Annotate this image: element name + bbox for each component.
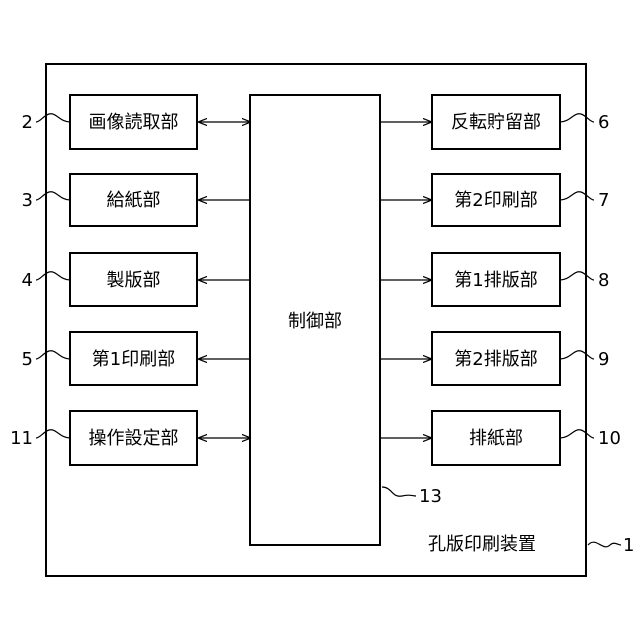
unit-label: 第1排版部: [454, 270, 537, 291]
unit-ref: 3: [22, 190, 33, 211]
ref-leader: [560, 192, 594, 200]
unit-label: 画像読取部: [89, 112, 179, 133]
right-unit-3: 第2排版部 9: [380, 332, 609, 385]
right-unit-0: 反転貯留部 6: [380, 95, 609, 149]
device-leader: [588, 542, 621, 547]
unit-ref: 11: [10, 428, 33, 449]
unit-ref: 5: [22, 349, 33, 370]
ref-leader: [36, 192, 70, 200]
controller-leader: [382, 487, 416, 496]
unit-ref: 6: [598, 112, 609, 133]
device-label: 孔版印刷装置: [428, 534, 536, 555]
ref-leader: [560, 272, 594, 280]
unit-ref: 8: [598, 270, 609, 291]
unit-label: 第2印刷部: [454, 190, 537, 211]
unit-ref: 2: [22, 112, 33, 133]
unit-label: 反転貯留部: [451, 112, 541, 133]
left-unit-1: 給紙部 3: [22, 174, 250, 226]
unit-ref: 10: [598, 428, 621, 449]
unit-label: 排紙部: [469, 428, 523, 449]
ref-leader: [36, 351, 70, 359]
ref-leader: [560, 114, 594, 122]
ref-leader: [560, 430, 594, 438]
controller-label: 制御部: [288, 311, 342, 332]
controller-ref: 13: [419, 486, 442, 507]
unit-label: 第1印刷部: [92, 349, 175, 370]
unit-ref: 9: [598, 349, 609, 370]
right-unit-4: 排紙部 10: [380, 411, 621, 465]
unit-label: 給紙部: [107, 190, 161, 211]
unit-label: 製版部: [107, 270, 161, 291]
unit-ref: 7: [598, 190, 609, 211]
unit-label: 操作設定部: [89, 428, 179, 449]
unit-label: 第2排版部: [454, 349, 537, 370]
device-ref: 1: [623, 535, 634, 556]
ref-leader: [560, 351, 594, 359]
left-unit-0: 画像読取部 2: [22, 95, 250, 149]
left-unit-3: 第1印刷部 5: [22, 332, 250, 385]
ref-leader: [36, 272, 70, 280]
right-unit-1: 第2印刷部 7: [380, 174, 609, 226]
unit-ref: 4: [22, 270, 33, 291]
left-unit-2: 製版部 4: [22, 253, 250, 306]
ref-leader: [36, 114, 70, 122]
right-unit-2: 第1排版部 8: [380, 253, 609, 306]
ref-leader: [36, 430, 70, 438]
